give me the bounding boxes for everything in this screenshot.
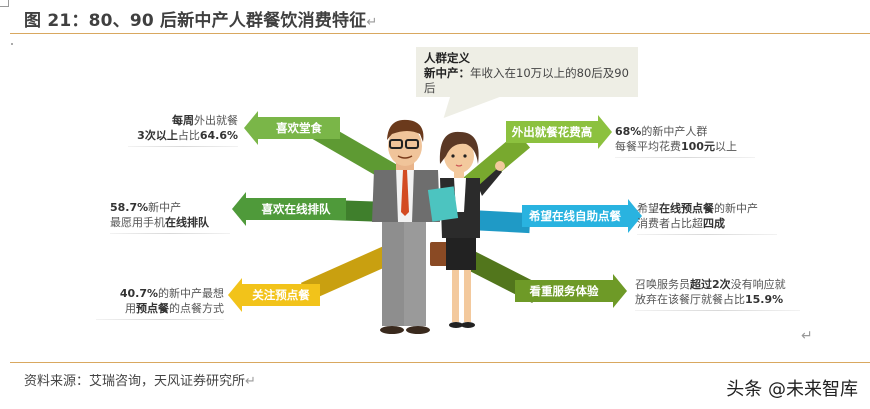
definition-heading: 人群定义 xyxy=(424,51,470,65)
title-divider xyxy=(10,33,870,34)
corner-crop-mark xyxy=(0,0,9,7)
arrow-want-self-order: 希望在线自助点餐 xyxy=(522,199,642,233)
stray-dot xyxy=(11,43,13,45)
woman-figure xyxy=(427,131,505,328)
arrow-focus-preorder: 关注预点餐 xyxy=(228,278,320,312)
paragraph-mark: ↵ xyxy=(366,15,378,30)
figure-title: 图 21：80、90 后新中产人群餐饮消费特征↵ xyxy=(24,6,378,31)
arrow-value-service: 看重服务体验 xyxy=(515,274,627,308)
arrow-like-online-queue: 喜欢在线排队 xyxy=(232,192,346,226)
arrow-high-dining-spend: 外出就餐花费高 xyxy=(506,115,612,149)
note-online-queue: 58.7%新中产 最愿用手机在线排队 xyxy=(110,200,230,234)
definition-body: 新中产：年收入在10万以上的80后及90后 xyxy=(424,66,629,95)
note-self-order: 希望在线预点餐的新中产 消费者占比超四成 xyxy=(637,201,777,235)
note-dining-spend: 68%的新中产人群 每餐平均花费100元以上 xyxy=(615,124,755,158)
note-service: 召唤服务员超过2次没有响应就 放弃在该餐厅就餐占比15.9% xyxy=(635,277,800,311)
figure-title-text: 图 21：80、90 后新中产人群餐饮消费特征 xyxy=(24,11,367,31)
man-figure xyxy=(372,119,440,334)
definition-bubble: 人群定义 新中产：年收入在10万以上的80后及90后 xyxy=(416,47,638,97)
source-divider xyxy=(10,362,870,363)
arrow-like-dine-in: 喜欢堂食 xyxy=(244,111,340,145)
source-note: 资料来源：艾瑞咨询，天风证券研究所↵ xyxy=(24,374,256,389)
watermark: 头条 @未来智库 xyxy=(726,379,858,400)
people-illustration xyxy=(372,119,505,334)
return-mark: ↵ xyxy=(801,328,813,344)
note-dine-in: 每周外出就餐 3次以上占比64.6% xyxy=(128,113,238,147)
note-preorder: 40.7%的新中产最想 用预点餐的点餐方式 xyxy=(96,286,224,320)
